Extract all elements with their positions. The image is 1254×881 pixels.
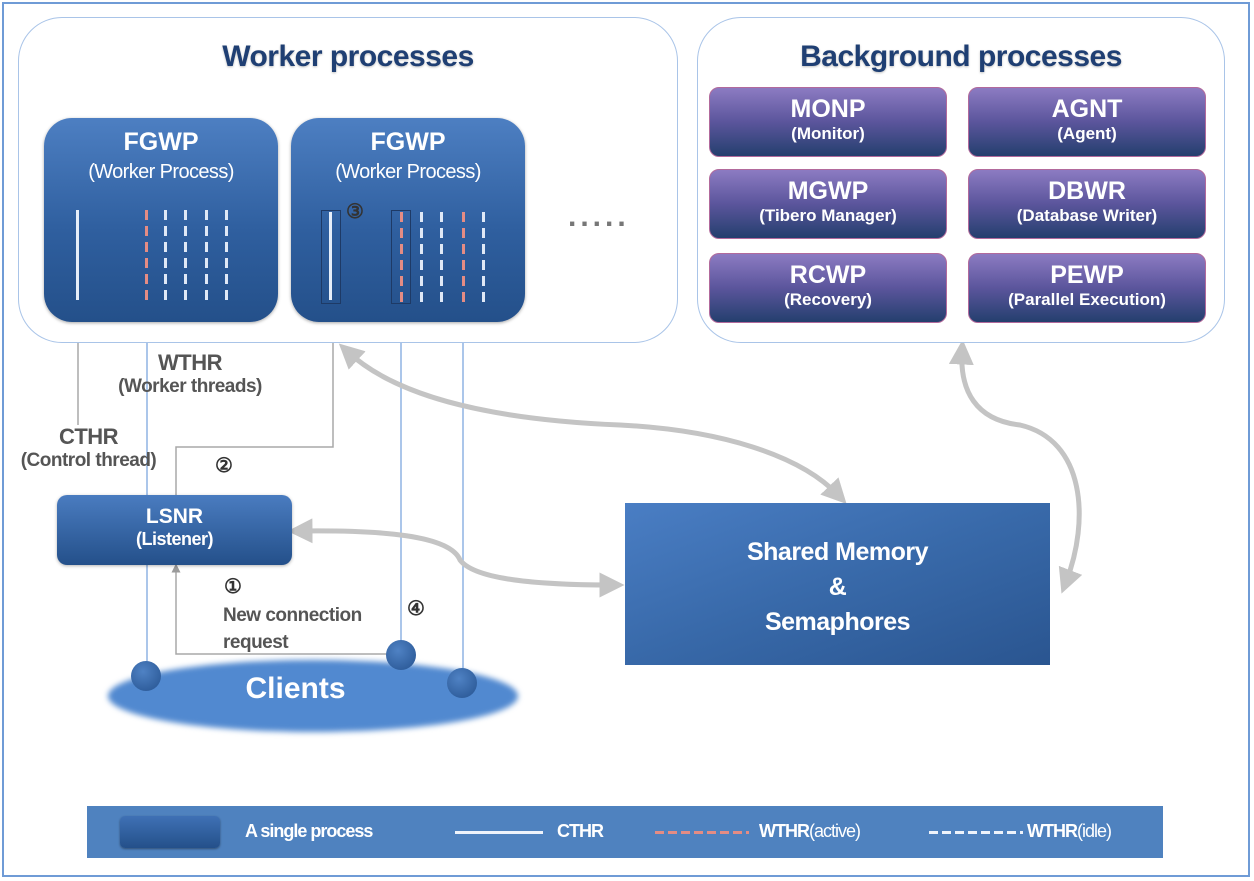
worker-thread-idle bbox=[225, 210, 228, 302]
step2-connector bbox=[175, 300, 338, 495]
shm-line1: Shared Memory bbox=[746, 538, 929, 566]
cthr-title: CTHR bbox=[58, 424, 119, 449]
legend-wthr-active-paren: (active) bbox=[808, 821, 861, 841]
new-connection-line1: New connection bbox=[223, 605, 362, 626]
legend-wthr-active-line bbox=[655, 831, 749, 834]
wthr-subtitle: (Worker threads) bbox=[118, 376, 262, 397]
new-connection-label: New connection request bbox=[223, 602, 362, 656]
worker-thread-active bbox=[462, 212, 465, 302]
background-processes-title: Background processes bbox=[800, 40, 1122, 73]
process-subtitle: (Recovery) bbox=[784, 290, 872, 309]
process-name: DBWR bbox=[1048, 177, 1126, 205]
process-subtitle: (Worker Process) bbox=[88, 161, 234, 183]
step1-connector bbox=[171, 563, 388, 655]
listener-shm-arrow bbox=[287, 518, 625, 598]
cthr-subtitle: (Control thread) bbox=[20, 450, 157, 471]
worker-thread-active bbox=[400, 212, 403, 302]
clients-label: Clients bbox=[245, 672, 346, 705]
client-node[interactable] bbox=[447, 668, 477, 698]
cthr-highlight-box bbox=[321, 210, 341, 304]
wthr-title: WTHR bbox=[158, 350, 222, 375]
legend-process-label: A single process bbox=[245, 821, 373, 841]
new-connection-line2: request bbox=[223, 632, 289, 653]
bg-process-dbwr[interactable]: DBWR (Database Writer) bbox=[968, 169, 1206, 239]
worker-thread-idle bbox=[482, 212, 485, 302]
process-name: PEWP bbox=[1050, 261, 1124, 289]
legend-process-swatch bbox=[120, 816, 220, 848]
legend-wthr-idle-text: WTHR bbox=[1027, 821, 1078, 841]
more-processes-ellipsis: ..... bbox=[568, 200, 630, 233]
process-subtitle: (Parallel Execution) bbox=[1008, 290, 1166, 309]
legend-wthr-active-text: WTHR bbox=[759, 821, 810, 841]
control-thread bbox=[76, 210, 79, 300]
worker-shm-arrow bbox=[338, 343, 847, 505]
worker-processes-title: Worker processes bbox=[222, 40, 474, 73]
listener-process[interactable]: LSNR (Listener) bbox=[57, 495, 292, 565]
shm-line3: Semaphores bbox=[764, 608, 911, 636]
worker-thread-idle bbox=[440, 212, 443, 302]
process-name: MGWP bbox=[787, 177, 869, 205]
bg-process-agnt[interactable]: AGNT (Agent) bbox=[968, 87, 1206, 157]
process-subtitle: (Database Writer) bbox=[1016, 206, 1158, 225]
legend-wthr-idle-paren: (idle) bbox=[1076, 821, 1112, 841]
process-name: AGNT bbox=[1051, 95, 1123, 123]
step-1-marker: ① bbox=[224, 576, 242, 598]
process-subtitle: (Tibero Manager) bbox=[759, 206, 897, 225]
legend-wthr-active-label: WTHR(active) bbox=[759, 821, 861, 842]
process-subtitle: (Worker Process) bbox=[335, 161, 481, 183]
worker-process-fgwp-1[interactable]: FGWP (Worker Process) bbox=[44, 118, 278, 322]
bg-process-pewp[interactable]: PEWP (Parallel Execution) bbox=[968, 253, 1206, 323]
clients-cloud bbox=[108, 660, 518, 732]
step-3-marker: ③ bbox=[346, 201, 364, 223]
process-subtitle: (Agent) bbox=[1057, 124, 1117, 143]
process-name: FGWP bbox=[370, 128, 446, 156]
process-name: FGWP bbox=[123, 128, 199, 156]
legend-wthr-idle-label: WTHR(idle) bbox=[1027, 821, 1112, 842]
client-node[interactable] bbox=[131, 661, 161, 691]
worker-thread-idle bbox=[205, 210, 208, 302]
legend: A single process CTHR WTHR(active) WTHR(… bbox=[87, 806, 1163, 858]
legend-cthr-line bbox=[455, 831, 543, 834]
control-thread bbox=[329, 212, 332, 300]
shared-memory-block[interactable]: Shared Memory & Semaphores bbox=[625, 503, 1050, 665]
background-shm-arrow bbox=[948, 339, 1083, 594]
legend-wthr-idle-line bbox=[929, 831, 1023, 834]
client-node[interactable] bbox=[386, 640, 416, 670]
worker-thread-idle bbox=[184, 210, 187, 302]
process-name: RCWP bbox=[789, 261, 867, 289]
step-4-marker: ④ bbox=[407, 598, 425, 620]
bg-process-monp[interactable]: MONP (Monitor) bbox=[709, 87, 947, 157]
bg-process-rcwp[interactable]: RCWP (Recovery) bbox=[709, 253, 947, 323]
step-2-marker: ② bbox=[215, 455, 233, 477]
shm-line2: & bbox=[828, 573, 847, 601]
process-name: MONP bbox=[790, 95, 866, 123]
process-subtitle: (Monitor) bbox=[791, 124, 865, 143]
cthr-label: CTHR (Control thread) bbox=[6, 424, 171, 472]
worker-thread-active bbox=[145, 210, 148, 302]
legend-cthr-label: CTHR bbox=[557, 821, 604, 841]
bg-process-mgwp[interactable]: MGWP (Tibero Manager) bbox=[709, 169, 947, 239]
worker-thread-idle bbox=[420, 212, 423, 302]
wthr-label: WTHR (Worker threads) bbox=[100, 350, 280, 398]
worker-thread-idle bbox=[164, 210, 167, 302]
listener-name: LSNR bbox=[145, 505, 204, 528]
wthr-highlight-box bbox=[391, 210, 411, 304]
listener-subtitle: (Listener) bbox=[135, 529, 214, 549]
